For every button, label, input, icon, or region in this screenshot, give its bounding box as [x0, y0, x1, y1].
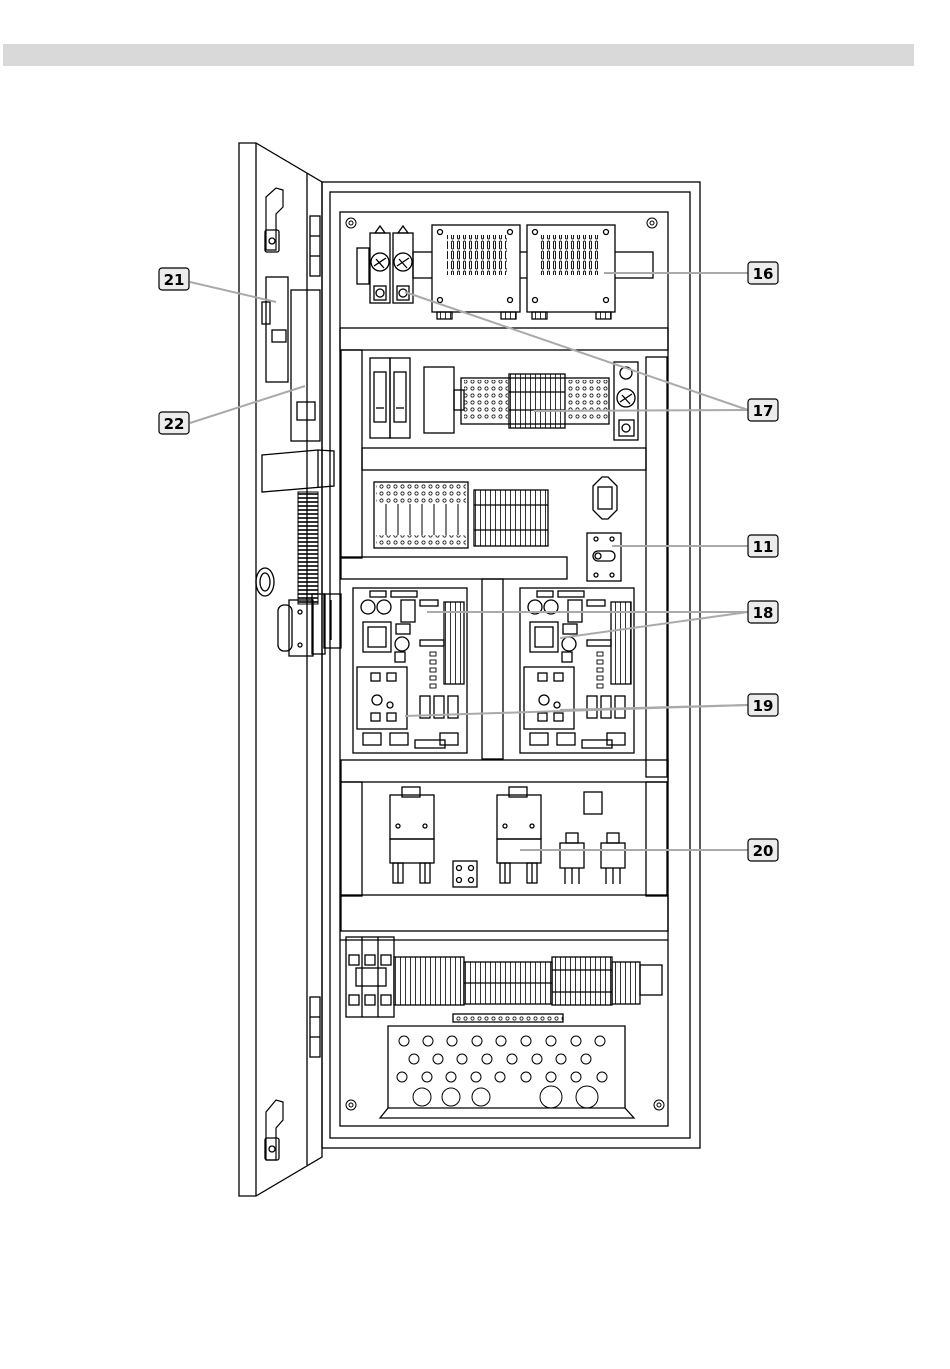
callout-19: 19	[748, 694, 778, 716]
callout-22-label: 22	[164, 415, 185, 433]
callout-badges: 21 22 16 17 11 18 19 20	[159, 262, 778, 861]
leader-lines	[190, 273, 748, 850]
contactor-section	[390, 787, 625, 887]
callout-11: 11	[748, 535, 778, 557]
callout-20: 20	[748, 839, 778, 861]
callout-19-label: 19	[753, 697, 774, 715]
callout-21-label: 21	[164, 271, 185, 289]
callout-16: 16	[748, 262, 778, 284]
callout-20-label: 20	[753, 842, 774, 860]
callout-17-label: 17	[753, 402, 774, 420]
callout-18-label: 18	[753, 604, 774, 622]
leader-18b	[560, 612, 748, 638]
callout-18: 18	[748, 601, 778, 623]
leader-21	[190, 282, 276, 302]
leader-22	[190, 386, 305, 423]
leader-19b	[560, 705, 748, 710]
leader-17b	[534, 410, 748, 411]
callout-11-label: 11	[753, 538, 774, 556]
callout-16-label: 16	[753, 265, 774, 283]
cabinet-door	[239, 143, 341, 1196]
callout-22: 22	[159, 412, 189, 434]
callout-21: 21	[159, 268, 189, 290]
terminal-section	[346, 937, 662, 1118]
callout-17: 17	[748, 399, 778, 421]
